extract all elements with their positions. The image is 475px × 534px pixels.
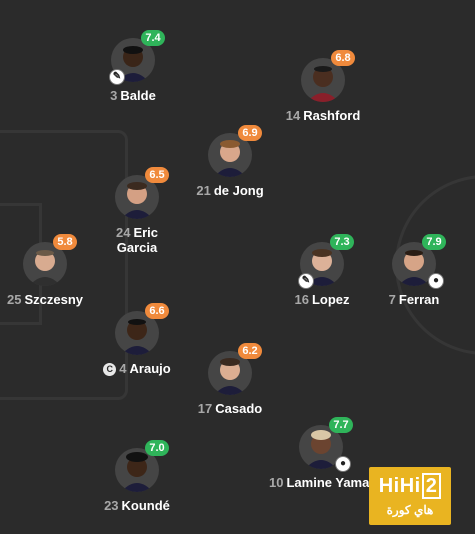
rating-badge: 7.0 xyxy=(145,440,169,456)
rating-badge: 7.9 xyxy=(422,234,446,250)
rating-badge: 6.5 xyxy=(145,167,169,183)
captain-icon: C xyxy=(103,363,117,376)
player-avatar xyxy=(115,311,159,355)
penalty-area-left xyxy=(0,130,128,400)
player-avatar xyxy=(23,242,67,286)
logo-subtext: هاي كورة xyxy=(386,503,434,517)
rating-badge: 7.3 xyxy=(330,234,354,250)
player-avatar xyxy=(115,448,159,492)
rating-badge: 7.4 xyxy=(141,30,165,46)
rating-badge: 6.6 xyxy=(145,303,169,319)
ball-icon: ● xyxy=(428,273,444,289)
ball-icon: ● xyxy=(335,456,351,472)
rating-badge: 6.8 xyxy=(331,50,355,66)
rating-badge: 6.2 xyxy=(238,343,262,359)
rating-badge: 5.8 xyxy=(53,234,77,250)
player-avatar xyxy=(208,351,252,395)
rating-badge: 6.9 xyxy=(238,125,262,141)
rating-badge: 7.7 xyxy=(329,417,353,433)
boot-icon: ✎ xyxy=(298,273,314,289)
boot-icon: ✎ xyxy=(109,69,125,85)
